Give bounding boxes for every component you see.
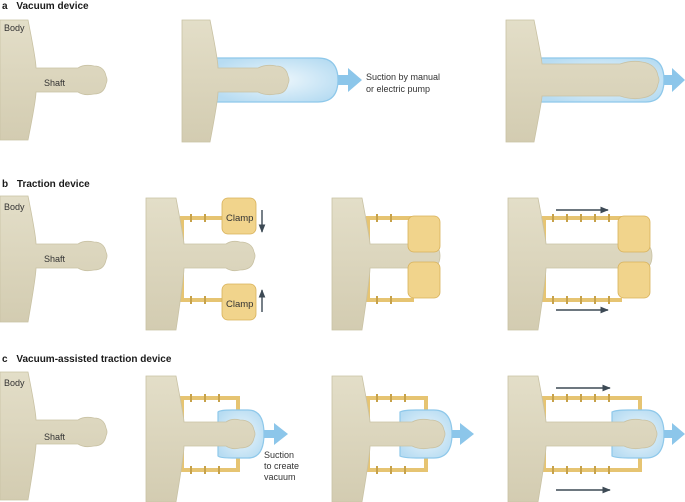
panel-a-state-3 [505,19,685,143]
clamp-top [617,215,651,253]
suction-label-line1: Suction [264,450,294,460]
clamp-top-label: Clamp [226,213,253,224]
suction-arrow [264,423,288,445]
panel-b-title: Traction device [17,179,90,190]
body-shape [331,375,446,502]
panel-b-state-4 [507,197,653,331]
suction-label-line2: or electric pump [366,84,430,94]
body-shape [145,375,256,502]
panel-c-title: Vacuum-assisted traction device [16,354,172,365]
suction-arrow [664,68,685,92]
shaft-label: Shaft [44,78,66,88]
panel-b-state-2: Clamp Clamp [145,197,266,331]
body-shape [0,195,108,323]
panel-b-state-3 [331,197,441,331]
suction-label-line2: to create [264,461,299,471]
shaft-label: Shaft [44,254,66,264]
suction-arrow [664,423,685,445]
svg-text:a Vacuum device: a Vacuum device [2,1,89,12]
panel-a-title: Vacuum device [16,1,89,12]
body-shape [145,197,256,331]
body-shape [505,19,660,143]
suction-label-line3: vacuum [264,472,296,482]
body-shape [0,19,108,141]
panel-a: a Vacuum device Body Shaft Suction by ma… [0,1,685,143]
body-shape [331,197,441,331]
clamp-bottom [221,283,257,321]
panel-c-state-1: Body Shaft [0,371,108,501]
body-label: Body [4,378,25,388]
panel-b-letter: b [2,179,8,190]
panel-b-state-1: Body Shaft [0,195,108,323]
clamp-top [407,215,441,253]
clamp-top [221,197,257,235]
panel-c: c Vacuum-assisted traction device Body S… [0,354,685,502]
svg-text:b Traction device: b Traction device [2,179,90,190]
suction-arrow [452,423,474,445]
body-shape [507,375,658,502]
panel-a-letter: a [2,1,8,12]
body-shape [507,197,653,331]
panel-a-state-2: Suction by manual or electric pump [181,19,440,143]
svg-text:c Vacuum-assisted tracti: c Vacuum-assisted traction device [2,354,172,365]
body-shape [0,371,108,501]
panel-c-state-3 [331,375,474,502]
panel-b: b Traction device Body Shaft Clamp [0,179,653,331]
panel-c-state-4 [507,375,685,502]
suction-arrow [338,68,362,92]
shaft-label: Shaft [44,432,66,442]
suction-label-line1: Suction by manual [366,72,440,82]
body-shape [181,19,290,143]
body-label: Body [4,202,25,212]
body-label: Body [4,23,25,33]
clamp-bottom [617,261,651,299]
clamp-bottom-label: Clamp [226,299,253,310]
clamp-bottom [407,261,441,299]
panel-c-state-2: Suction to create vacuum [145,375,299,502]
panel-c-letter: c [2,354,8,365]
panel-a-state-1: Body Shaft [0,19,108,141]
